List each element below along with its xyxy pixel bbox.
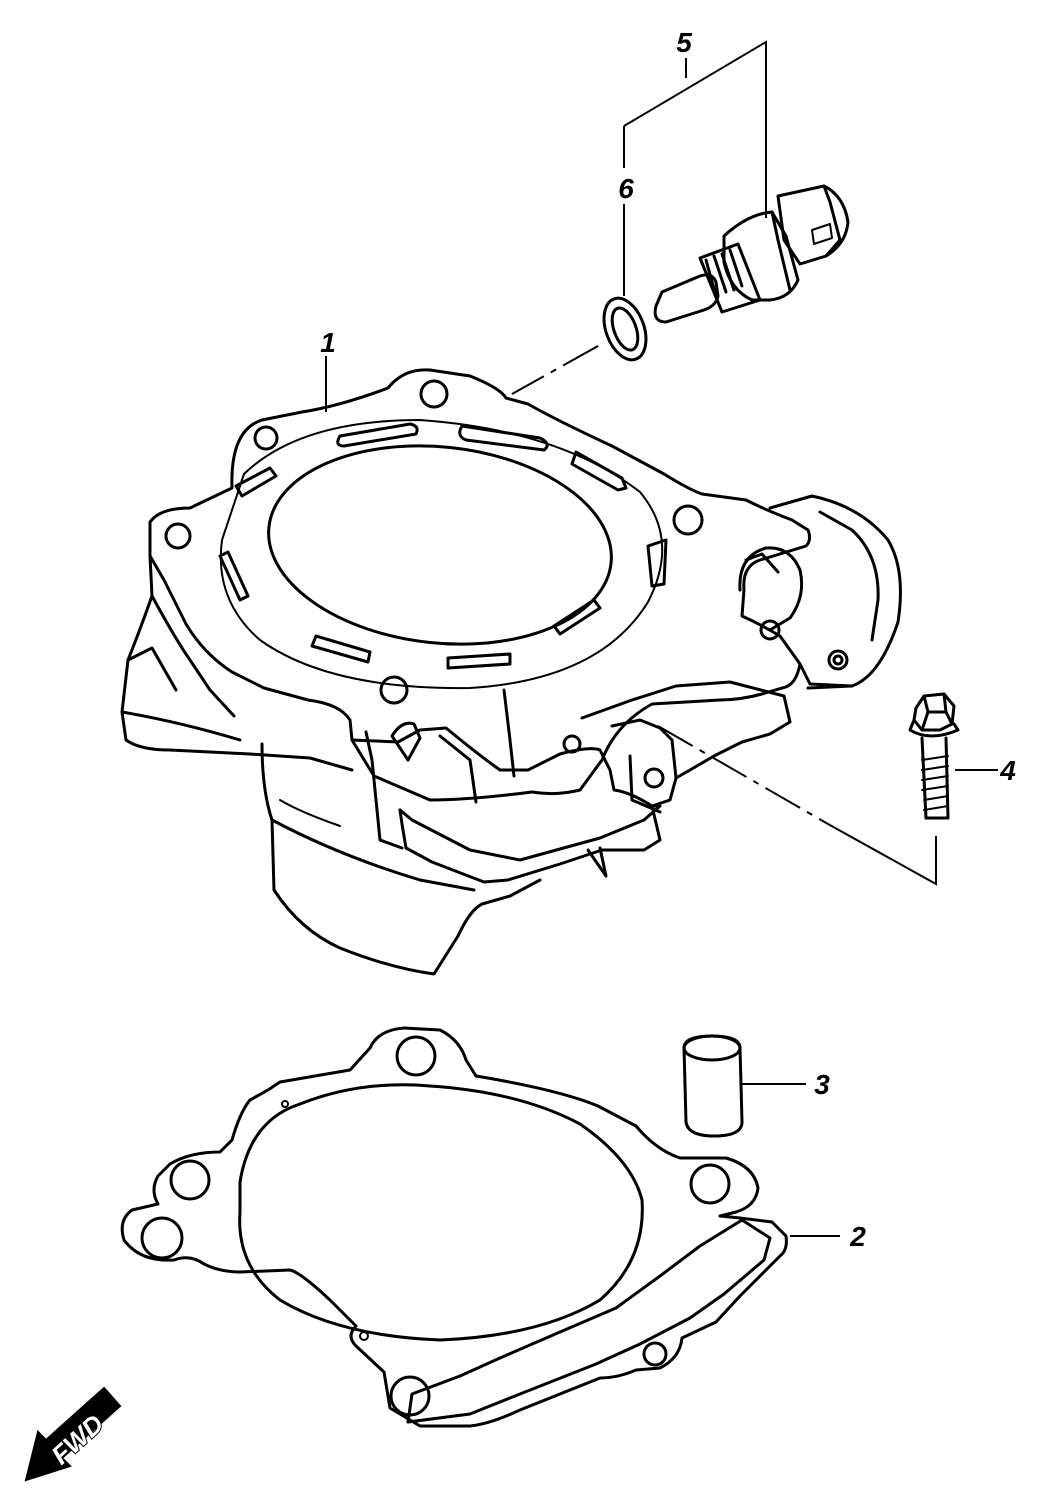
dowel-pin-part-3[interactable] <box>682 1034 744 1138</box>
callout-4: 4 <box>999 755 1016 786</box>
callout-3: 3 <box>814 1069 830 1100</box>
callout-5: 5 <box>676 27 692 58</box>
callout-labels: 5 6 1 4 3 2 <box>320 27 1016 1252</box>
callout-2: 2 <box>849 1221 866 1252</box>
callout-6: 6 <box>618 173 634 204</box>
cylinder-part-1[interactable] <box>120 368 902 976</box>
o-ring-part-6[interactable] <box>596 292 654 365</box>
leader-lines <box>325 40 998 1237</box>
gasket-part-2[interactable] <box>120 1026 788 1428</box>
sensor-part-5[interactable] <box>653 184 850 324</box>
callout-1: 1 <box>320 327 336 358</box>
bolt-part-4[interactable] <box>908 692 960 820</box>
forward-arrow-icon: FWD <box>24 1386 122 1482</box>
